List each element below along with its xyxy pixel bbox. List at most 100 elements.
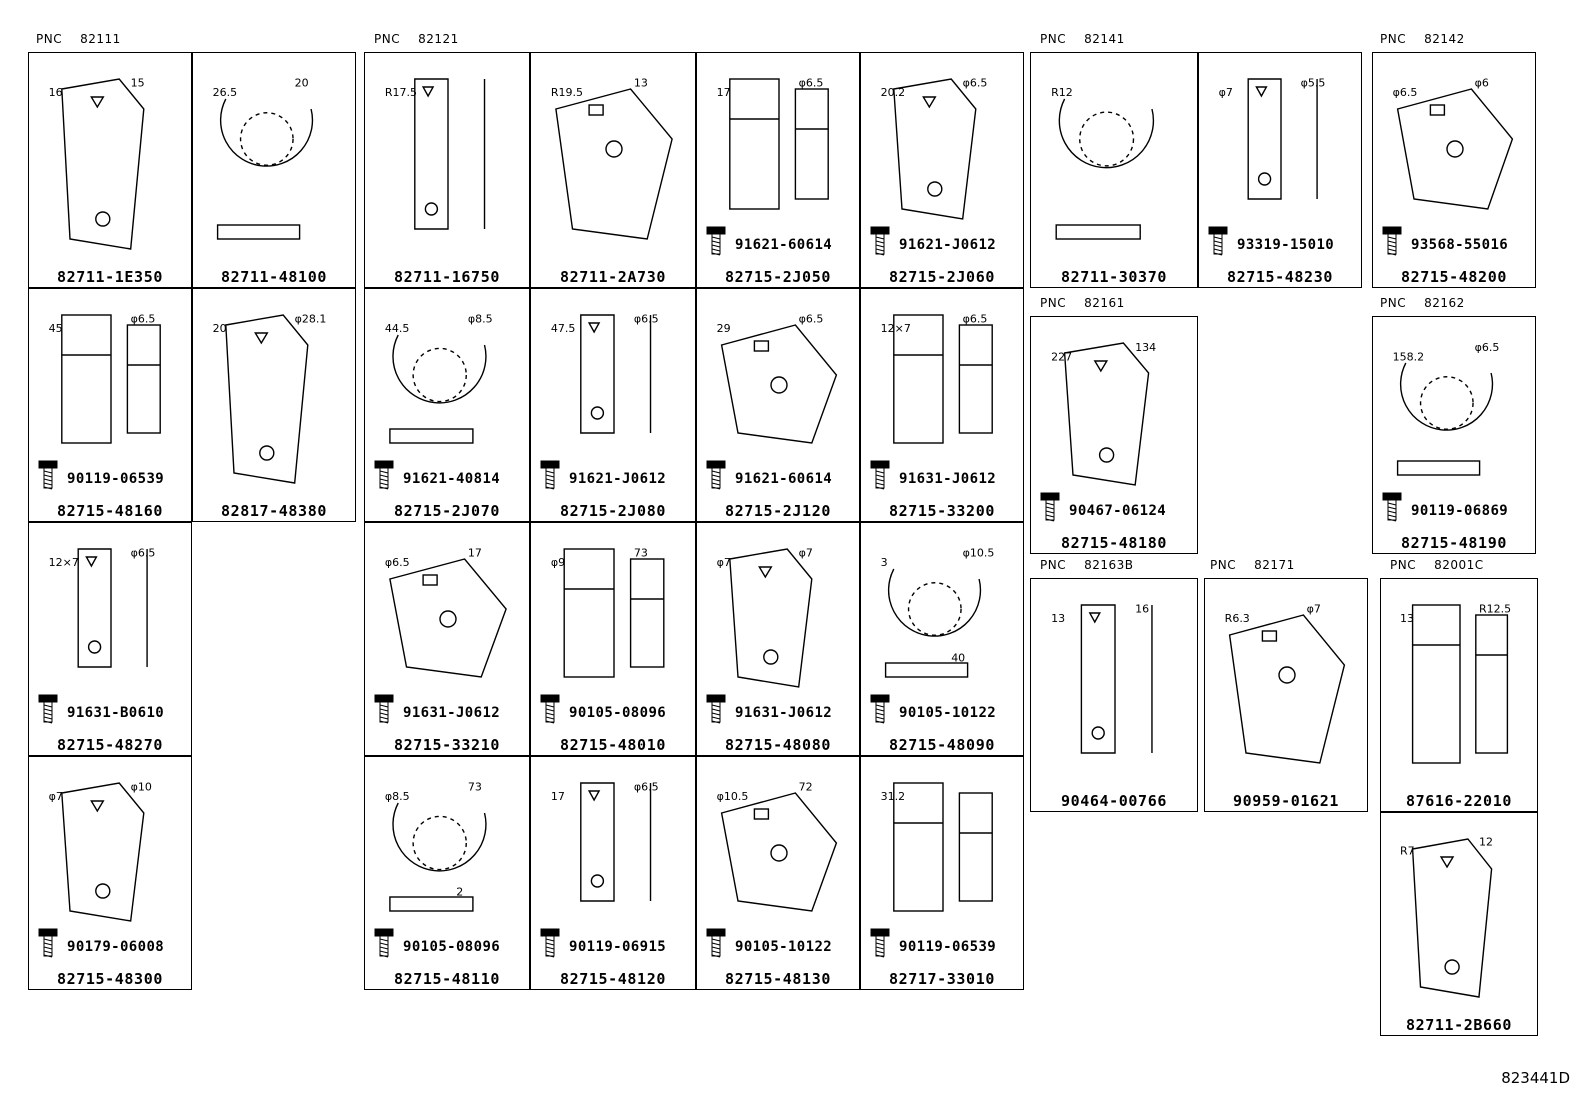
dimension-label: 20 [213, 322, 227, 335]
part-number: 82717-33010 [889, 970, 995, 988]
pnc-prefix: PNC [1380, 296, 1407, 310]
fastener-part-number: 91621-40814 [403, 471, 501, 487]
dimension-label: 13 [1051, 612, 1065, 625]
part-number: 82711-30370 [1061, 268, 1167, 286]
dimension-label: φ6.5 [799, 77, 824, 90]
dimension-label: 158.2 [1393, 350, 1425, 363]
part-drawing: R6.3φ7 [1225, 602, 1346, 764]
fastener-part-number: 91631-J0612 [403, 705, 501, 721]
part-drawing: 47.5φ6.5 [540, 312, 659, 490]
part-drawing: 12×7φ6.5 [38, 546, 156, 724]
dimension-label: R7 [1400, 844, 1415, 857]
part-drawing: 26.520 [213, 77, 314, 240]
pnc-code: 82141 [1084, 32, 1125, 46]
pnc-code: 82111 [80, 32, 121, 46]
pnc-prefix: PNC [374, 32, 401, 46]
dimension-label: φ28.1 [295, 312, 327, 325]
dimension-label: R12 [1051, 86, 1073, 99]
fastener-part-number: 91621-J0612 [569, 471, 667, 487]
part-number: 82715-48180 [1061, 534, 1167, 552]
dimension-label: φ6 [1475, 77, 1489, 90]
fastener-part-number: 90105-10122 [899, 705, 997, 721]
fastener-part-number: 90179-06008 [67, 939, 165, 955]
part-number: 82711-48100 [221, 268, 327, 286]
part-number: 90464-00766 [1061, 792, 1167, 810]
pnc-prefix: PNC [1210, 558, 1237, 572]
part-number: 82715-48270 [57, 736, 163, 754]
part-number: 82715-48110 [394, 970, 500, 988]
dimension-label: 29 [717, 322, 731, 335]
part-number: 82715-48190 [1401, 534, 1507, 552]
dimension-label: 13 [1400, 612, 1414, 625]
pnc-code: 82142 [1424, 32, 1465, 46]
part-number: 82715-33210 [394, 736, 500, 754]
part-number: 82715-33200 [889, 502, 995, 520]
dimension-label: φ6.5 [131, 312, 156, 325]
dimension-label: 15 [131, 77, 145, 90]
part-cell[interactable]: R12 82711-30370 [1030, 52, 1198, 288]
dimension-label: 2 [456, 886, 463, 899]
part-drawing: 44.5φ8.5 [374, 312, 493, 490]
diagram-id: 823441D [1501, 1069, 1570, 1087]
dimension-label: 40 [951, 652, 965, 665]
dimension-label: φ7 [799, 546, 813, 559]
part-number: 82715-2J120 [725, 502, 831, 520]
dimension-label: φ6.5 [131, 546, 156, 559]
pnc-prefix: PNC [1040, 296, 1067, 310]
fastener-part-number: 90105-08096 [403, 939, 501, 955]
part-number: 82715-48010 [560, 736, 666, 754]
part-number: 82715-2J050 [725, 268, 831, 286]
dimension-label: 16 [1135, 602, 1149, 615]
pnc-code: 82161 [1084, 296, 1125, 310]
part-number: 82711-2A730 [560, 268, 666, 286]
part-cell[interactable]: 13 16 90464-00766 [1030, 578, 1198, 812]
pnc-prefix: PNC [36, 32, 63, 46]
dimension-label: φ6.5 [963, 312, 988, 325]
fastener-part-number: 90105-10122 [735, 939, 833, 955]
dimension-label: φ8.5 [385, 790, 410, 803]
dimension-label: φ10 [131, 780, 152, 793]
part-drawing: φ6.517 [374, 546, 507, 724]
fastener-part-number: 91631-B0610 [67, 705, 165, 721]
part-number: 82715-2J060 [889, 268, 995, 286]
dimension-label: 12×7 [881, 322, 911, 335]
